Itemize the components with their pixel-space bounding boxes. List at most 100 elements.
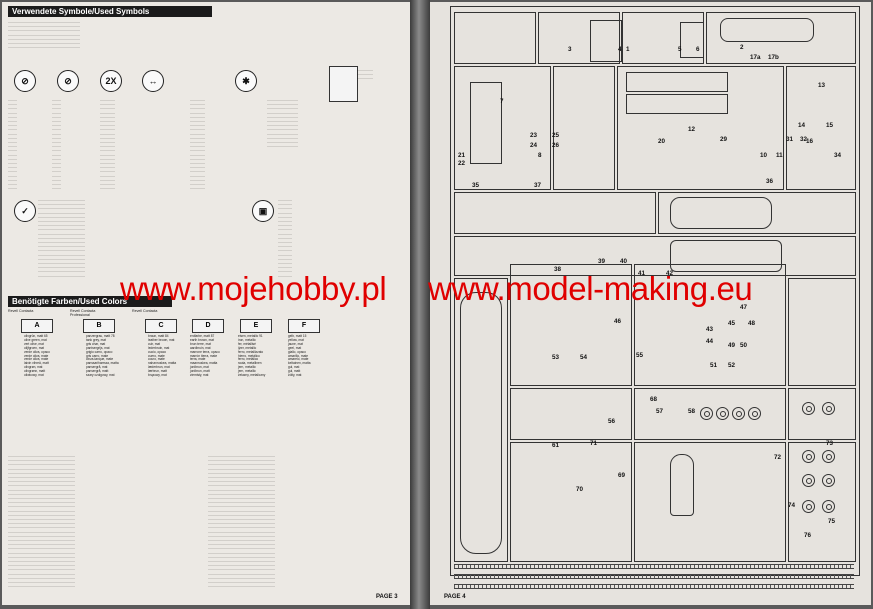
part-number: 70	[576, 486, 584, 493]
track-link-part	[454, 584, 854, 589]
part-number: 25	[552, 132, 560, 139]
road-wheel-part	[822, 450, 835, 463]
color-box-a: A	[21, 319, 53, 333]
sprue-cell	[510, 442, 632, 562]
part-number: 6	[696, 46, 700, 53]
color-box-d: D	[192, 319, 224, 333]
decal-symbol-icon: ✱	[235, 70, 257, 92]
right-page: 1 2 3 4 5 6 7 8 10 11 12 13 14 15 16 17a…	[430, 2, 871, 605]
part-shape	[680, 22, 704, 58]
color-letter-e: E	[253, 322, 259, 329]
road-wheel-part	[802, 402, 815, 415]
sprue-cell	[788, 388, 856, 440]
repeat-2x-symbol-icon: 2X	[100, 70, 122, 92]
color-column-a: olivgrün, matt 65 olive green, mat vert …	[24, 334, 50, 378]
part-number: 69	[618, 472, 626, 479]
part-number: 1	[626, 46, 630, 53]
part-number: 57	[656, 408, 664, 415]
sprue-cell	[634, 388, 786, 440]
sprue-cell	[538, 12, 620, 64]
part-number: 17a	[750, 54, 761, 61]
sprue-cell	[706, 12, 856, 64]
sprue-cell	[617, 66, 784, 190]
color-box-e: E	[240, 319, 272, 333]
left-page: Verwendete Symbole/Used Symbols ........…	[2, 2, 410, 605]
color-column-f: gelb, matt 15 yellow, mat jaune, mat gee…	[288, 334, 311, 378]
part-number: 2	[740, 44, 744, 51]
decal-instruction-text: ............................... ........…	[267, 98, 298, 149]
decal-sheet-caption: ................ ................ ......…	[357, 68, 373, 81]
part-number: 53	[552, 354, 560, 361]
part-number: 45	[728, 320, 736, 327]
part-number: 61	[552, 442, 560, 449]
part-number: 47	[740, 304, 748, 311]
part-number: 23	[530, 132, 538, 139]
road-wheel-part	[732, 407, 745, 420]
part-number: 37	[534, 182, 542, 189]
part-number: 17b	[768, 54, 779, 61]
road-wheel-part	[802, 500, 815, 513]
part-number: 56	[608, 418, 616, 425]
part-shape	[460, 292, 502, 554]
part-shape	[470, 82, 502, 164]
part-number: 8	[538, 152, 542, 159]
do-not-glue-symbol-icon: ⊘	[57, 70, 79, 92]
track-link-part	[454, 564, 854, 569]
part-shape	[626, 72, 728, 92]
color-letter-d: D	[205, 322, 211, 329]
color-box-c: C	[145, 319, 177, 333]
variation-symbol-icon: ↔	[142, 70, 164, 92]
part-number: 38	[554, 266, 562, 273]
symbol-description-text-2: ............... ............... ........…	[190, 98, 205, 191]
color-column-c: braun, matt 84 leather brown, mat cuir, …	[148, 334, 177, 378]
sprue-cell	[454, 236, 856, 276]
sprue-cell	[510, 388, 632, 440]
part-number: 15	[826, 122, 834, 129]
page-number-right: PAGE 4	[444, 594, 466, 600]
part-shape	[590, 20, 622, 62]
road-wheel-part	[748, 407, 761, 420]
part-number: 5	[678, 46, 682, 53]
quality-notice-text-2: ........................................…	[208, 454, 275, 589]
road-wheel-part	[822, 402, 835, 415]
part-number: 14	[798, 122, 806, 129]
part-number: 35	[472, 182, 480, 189]
part-shape	[720, 18, 814, 42]
part-number: 12	[688, 126, 696, 133]
sprue-cell	[658, 192, 856, 234]
part-number: 55	[636, 352, 644, 359]
part-number: 46	[614, 318, 622, 325]
part-number: 11	[776, 152, 783, 159]
part-number: 16	[806, 138, 814, 145]
color-header-label-a: Revell Contacta	[8, 309, 34, 313]
symbols-section-title: Verwendete Symbole/Used Symbols	[8, 6, 212, 17]
sprue-cell	[786, 66, 856, 190]
road-wheel-part	[822, 500, 835, 513]
symbol-language-list: ......... ......... ......... ......... …	[8, 98, 17, 191]
watermark-right: www.model-making.eu	[428, 270, 753, 307]
color-header-label-c: Revell Contacta	[132, 309, 158, 313]
part-number: 50	[740, 342, 748, 349]
road-wheel-part	[700, 407, 713, 420]
part-number: 36	[766, 178, 774, 185]
color-letter-b: B	[96, 322, 102, 329]
road-wheel-part	[716, 407, 729, 420]
part-number: 39	[598, 258, 606, 265]
watermark-left: www.mojehobby.pl	[120, 270, 387, 307]
sprue-cell	[454, 278, 508, 562]
glue-symbol-icon: ✓	[14, 200, 36, 222]
repeat-label: 2X	[105, 76, 117, 86]
color-column-d: erdfarbe, matt 87 earth brown, mat brun …	[190, 334, 220, 378]
part-shape	[670, 197, 772, 229]
quality-notice-text: ........................................…	[8, 454, 75, 589]
part-number: 41	[638, 270, 646, 277]
color-letter-a: A	[34, 322, 40, 329]
part-number: 20	[658, 138, 666, 145]
sprue-cell	[634, 442, 786, 562]
track-link-part	[454, 574, 854, 579]
symbol-language-list-2: ......... ......... ......... ......... …	[52, 98, 61, 191]
color-box-f: F	[288, 319, 320, 333]
decal-sheet-thumbnail	[329, 66, 358, 102]
part-number: 75	[828, 518, 836, 525]
road-wheel-part	[802, 450, 815, 463]
